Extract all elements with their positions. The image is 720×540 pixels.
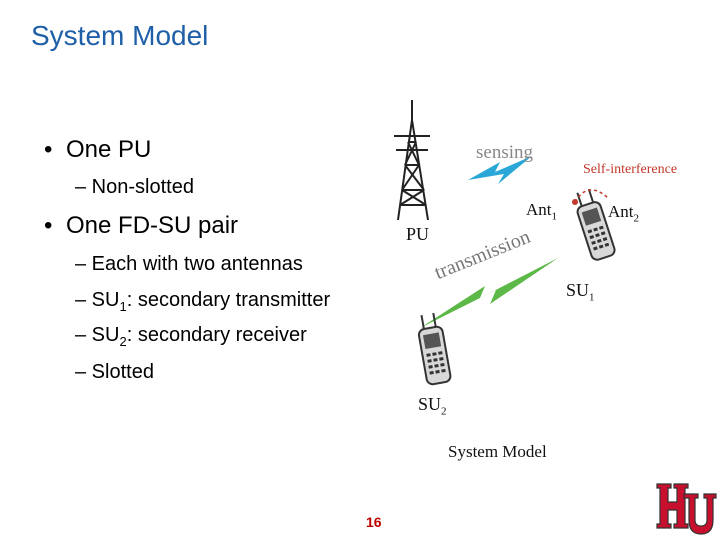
su1-prefix: – SU — [75, 289, 120, 311]
su1-suffix: : secondary transmitter — [126, 289, 331, 311]
su2-fig-subscript: 2 — [441, 405, 447, 418]
self-interference-label: Self-interference — [583, 162, 678, 177]
su1-subscript: 1 — [119, 299, 127, 314]
sub-bullet-two-antennas: – Each with two antennas — [75, 253, 303, 275]
slide-title: System Model — [31, 20, 209, 51]
ant2-text: Ant — [608, 202, 634, 221]
sub-bullet-slotted: – Slotted — [75, 361, 154, 383]
sub-bullet-su1: – SU1: secondary transmitter — [75, 289, 330, 314]
cell-tower-icon — [394, 100, 430, 221]
university-logo — [656, 483, 717, 535]
ant1-label: Ant1 — [526, 200, 557, 222]
bullet-glyph: • — [44, 136, 53, 163]
bullet-one-pu: • One PU — [44, 136, 151, 164]
bullet-fd-su-pair: • One FD-SU pair — [44, 212, 238, 240]
figure-drawing — [394, 100, 616, 386]
su2-suffix: : secondary receiver — [126, 324, 307, 346]
bullet-text: One PU — [66, 136, 152, 163]
su2-phone-icon — [417, 312, 452, 386]
bullet-text: One FD-SU pair — [66, 212, 239, 239]
self-interference-arc — [574, 189, 609, 203]
figure-caption: System Model — [448, 442, 547, 461]
sensing-label: sensing — [476, 142, 533, 163]
su2-label: SU2 — [418, 394, 447, 418]
su1-label: SU1 — [566, 280, 595, 304]
ant2-label: Ant2 — [608, 202, 639, 224]
system-model-figure: PU sensing Self-interference Ant1 Ant2 t… — [380, 90, 720, 480]
ant1-text: Ant — [526, 200, 552, 219]
bullet-glyph: • — [44, 212, 53, 239]
su2-prefix: – SU — [75, 324, 120, 346]
sensing-lightning-icon — [468, 156, 532, 184]
su1-fig-subscript: 1 — [589, 291, 595, 304]
ant1-subscript: 1 — [551, 210, 558, 223]
transmission-lightning-icon — [420, 258, 558, 328]
pu-label: PU — [406, 224, 430, 244]
sub-bullet-su2: – SU2: secondary receiver — [75, 324, 307, 349]
su2-subscript: 2 — [119, 334, 127, 349]
sub-bullet-non-slotted: – Non-slotted — [75, 176, 194, 198]
su1-text: SU — [566, 280, 590, 300]
page-number: 16 — [366, 514, 382, 530]
su1-phone-icon — [576, 188, 616, 261]
ant2-subscript: 2 — [633, 212, 640, 225]
su2-text: SU — [418, 394, 442, 414]
